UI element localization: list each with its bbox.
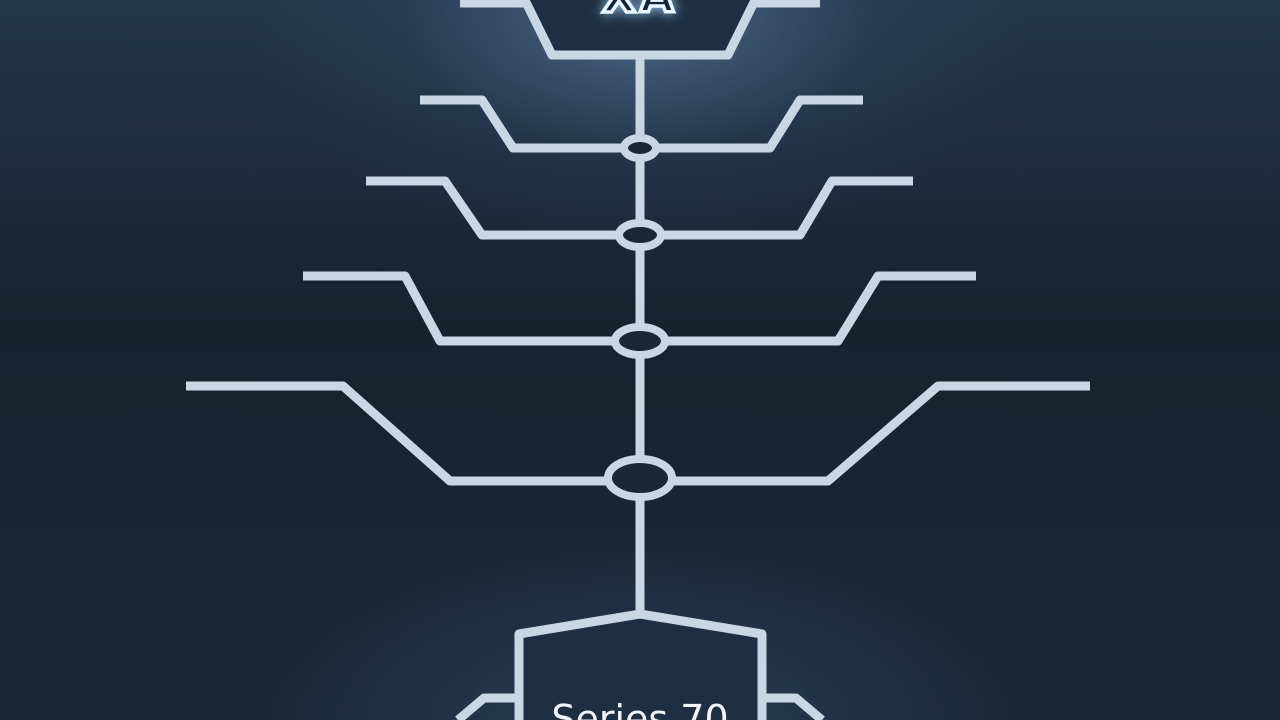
top-node: XA bbox=[460, 0, 820, 60]
bottom-node-left-lead bbox=[455, 693, 520, 720]
branch-3-left bbox=[303, 271, 613, 346]
branch-2-left bbox=[366, 176, 618, 240]
junction-node-4 bbox=[604, 455, 676, 501]
bottom-node-shape bbox=[514, 609, 767, 720]
bottom-node-label: Series 70 bbox=[551, 697, 728, 720]
junction-node-3 bbox=[611, 323, 669, 359]
top-node-label: XA bbox=[602, 0, 678, 23]
branch-level-2 bbox=[366, 176, 913, 251]
branch-4-left bbox=[186, 381, 606, 486]
branch-4-right bbox=[674, 381, 1090, 486]
branch-1-left bbox=[420, 95, 625, 153]
branch-2-right bbox=[662, 176, 913, 240]
branch-level-1 bbox=[420, 95, 863, 162]
branch-level-3 bbox=[303, 271, 976, 359]
bottom-node: Series 70 bbox=[455, 609, 825, 720]
top-node-shape bbox=[519, 0, 761, 60]
branch-1-right bbox=[655, 95, 863, 153]
junction-node-2 bbox=[615, 219, 665, 251]
branch-level-4 bbox=[186, 381, 1090, 501]
branch-3-right bbox=[667, 271, 976, 346]
bottom-node-right-lead bbox=[760, 693, 825, 720]
junction-node-1 bbox=[620, 134, 660, 162]
